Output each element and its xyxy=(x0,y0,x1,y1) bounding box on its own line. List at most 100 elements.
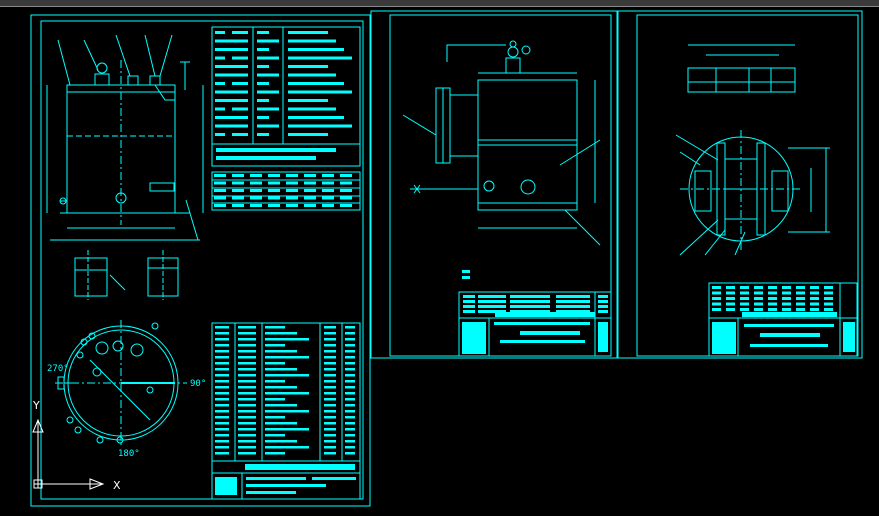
title2-bar xyxy=(478,310,506,313)
detail-views[interactable] xyxy=(74,250,179,300)
vessel-plan-view[interactable] xyxy=(55,320,187,446)
parts-bar xyxy=(215,326,229,329)
balloon-icon xyxy=(80,338,88,346)
parts-bar xyxy=(238,362,256,365)
title3-bar xyxy=(824,302,833,306)
parts-bar xyxy=(345,380,355,383)
parts-bar xyxy=(215,416,229,419)
parts-bar xyxy=(238,398,256,401)
sheet-1-tables[interactable] xyxy=(211,26,361,500)
parts-bar xyxy=(215,440,229,443)
nozzle-bar xyxy=(250,204,262,207)
notes-bar xyxy=(232,82,248,85)
top-fitting xyxy=(507,46,519,58)
nozzle-bar xyxy=(268,189,280,192)
sheet-2[interactable] xyxy=(370,10,618,359)
title3-bar xyxy=(726,297,735,300)
title3-bar xyxy=(782,302,791,306)
parts-bar xyxy=(345,368,355,371)
title3-bar xyxy=(824,291,833,295)
top-gauge xyxy=(509,40,517,48)
title3-bar xyxy=(754,297,763,300)
nozzle-bar xyxy=(340,181,352,185)
sheet-1-outer-border xyxy=(30,14,371,507)
balloon-8 xyxy=(116,436,124,444)
notes-bar xyxy=(257,133,269,136)
title3-bar xyxy=(712,286,721,289)
parts-bar xyxy=(265,422,297,425)
notes-bar xyxy=(257,116,269,119)
title3-bar xyxy=(768,297,777,300)
notes-bar xyxy=(232,48,248,51)
parts-bar xyxy=(324,422,336,425)
support-plan-view[interactable] xyxy=(675,130,830,256)
vessel-elevation-view[interactable] xyxy=(46,34,204,241)
parts-bar xyxy=(265,362,285,365)
parts-bar xyxy=(265,356,309,359)
plan-nozzle-2 xyxy=(112,340,124,352)
title2-bar xyxy=(462,322,486,354)
parts-bar xyxy=(238,386,256,389)
sheet-2-tables[interactable] xyxy=(458,291,612,357)
leader-3 xyxy=(115,34,131,77)
parts-bar xyxy=(238,440,256,443)
parts-bar xyxy=(324,326,336,329)
parts-bar xyxy=(215,338,229,341)
parts-bar xyxy=(215,434,229,437)
notes-bar xyxy=(232,65,248,68)
sheet-1[interactable] xyxy=(30,14,371,507)
leader-support-5 xyxy=(734,231,746,256)
leader-4 xyxy=(144,34,156,77)
parts-bar xyxy=(265,386,297,389)
outlet-valve-2 xyxy=(413,184,421,194)
nozzle-bar xyxy=(304,181,316,185)
title-bar xyxy=(246,484,326,487)
nozzle-bar xyxy=(214,196,226,200)
parts-bar xyxy=(345,416,355,419)
parts-bar xyxy=(345,392,355,395)
parts-bar xyxy=(238,452,256,455)
parts-bar xyxy=(238,380,256,383)
parts-bar xyxy=(215,362,229,365)
parts-bar xyxy=(238,434,256,437)
title-block-2 xyxy=(458,291,612,357)
parts-bar xyxy=(215,374,229,377)
tank-elevation-view[interactable] xyxy=(402,40,601,246)
title2-bar xyxy=(495,312,595,317)
parts-bar xyxy=(345,452,355,455)
leader-gauge xyxy=(402,114,437,136)
parts-bar xyxy=(324,410,336,413)
title-bar xyxy=(246,491,296,494)
title2-bar xyxy=(510,305,550,308)
toolbar-strip xyxy=(0,0,879,7)
nozzle-bar xyxy=(232,189,244,192)
title3-bar xyxy=(744,324,834,327)
parts-bar xyxy=(324,392,336,395)
nozzle-bar xyxy=(214,174,226,177)
nozzle-icon xyxy=(96,62,108,74)
parts-bar xyxy=(238,446,256,449)
sheet-2-inner-border xyxy=(389,14,612,357)
title3-bar xyxy=(810,308,819,311)
nozzle-bar xyxy=(304,189,316,192)
parts-bar xyxy=(265,428,309,431)
parts-bar xyxy=(345,326,355,329)
title3-bar xyxy=(754,291,763,295)
support-elevation-view[interactable] xyxy=(687,44,796,93)
title-block-3 xyxy=(708,282,858,357)
sheet-3-tables[interactable] xyxy=(708,282,858,357)
title2-bar xyxy=(510,295,550,298)
nozzle-bar xyxy=(322,196,334,200)
sheet-3[interactable] xyxy=(617,10,863,359)
parts-bar xyxy=(324,398,336,401)
notes-bar xyxy=(288,107,336,111)
notes-bar xyxy=(215,99,241,102)
nozzle-bar xyxy=(286,189,298,192)
parts-bar xyxy=(345,332,355,335)
plan-nozzle-5 xyxy=(146,386,154,394)
parts-bar xyxy=(265,452,285,455)
notes-bar xyxy=(288,56,352,60)
drain-nozzle-2 xyxy=(483,180,495,192)
parts-bar xyxy=(215,452,229,455)
